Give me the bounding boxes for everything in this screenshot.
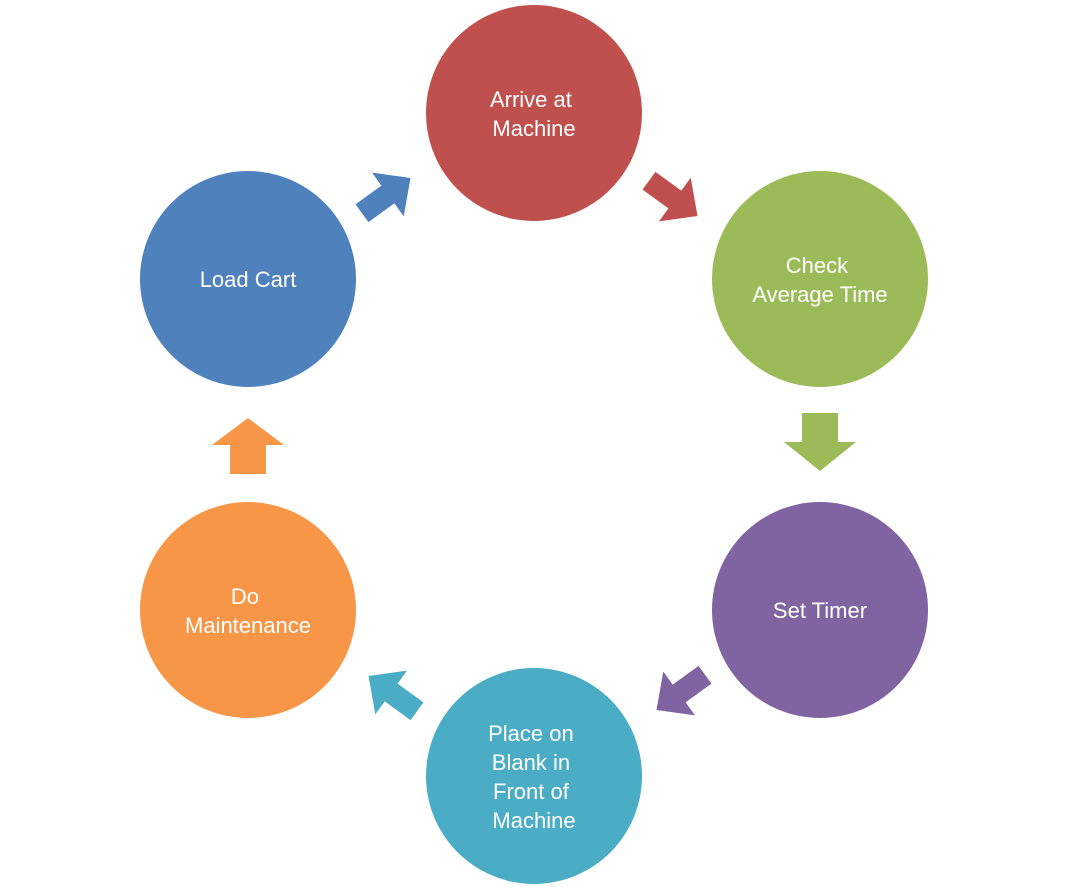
node-label-line: Load Cart: [200, 267, 297, 292]
node-label: Do Maintenance: [185, 584, 311, 638]
node-label-line: Machine: [492, 808, 575, 833]
node-circle: [140, 502, 356, 718]
node-label: Load Cart: [200, 267, 297, 292]
node-set-timer: Set Timer: [712, 502, 928, 718]
node-load-cart: Load Cart: [140, 171, 356, 387]
node-place-on-blank: Place on Blank in Front of Machine: [426, 668, 642, 884]
node-label-line: Maintenance: [185, 613, 311, 638]
node-label-line: Machine: [492, 116, 575, 141]
node-label-line: Average Time: [752, 282, 887, 307]
node-circle: [426, 5, 642, 221]
node-label: Set Timer: [773, 598, 867, 623]
node-label-line: Arrive at: [490, 87, 572, 112]
node-label-line: Do: [231, 584, 259, 609]
arrow-maintenance-to-load: [212, 418, 284, 474]
node-label-line: Front of: [493, 779, 570, 804]
arrow-shape: [355, 172, 411, 223]
node-label: Check Average Time: [752, 253, 887, 307]
arrow-shape: [642, 171, 698, 222]
node-do-maintenance: Do Maintenance: [140, 502, 356, 718]
arrow-arrive-to-check: [642, 171, 698, 222]
node-circle: [140, 171, 356, 387]
node-label-line: Check: [786, 253, 849, 278]
arrow-load-to-arrive: [355, 172, 411, 223]
node-label: Place on Blank in Front of Machine: [488, 721, 580, 833]
node-label-line: Place on: [488, 721, 574, 746]
node-circle: [712, 171, 928, 387]
arrow-check-to-timer: [784, 413, 856, 471]
arrow-shape: [212, 418, 284, 474]
node-label-line: Blank in: [492, 750, 570, 775]
arrow-shape: [368, 670, 424, 721]
node-check-average-time: Check Average Time: [712, 171, 928, 387]
arrow-place-to-maintenance: [368, 670, 424, 721]
node-label: Arrive at Machine: [490, 87, 578, 141]
arrow-timer-to-place: [656, 665, 712, 716]
arrow-shape: [656, 665, 712, 716]
node-circle: [712, 502, 928, 718]
node-arrive-at-machine: Arrive at Machine: [426, 5, 642, 221]
node-label-line: Set Timer: [773, 598, 867, 623]
arrow-shape: [784, 413, 856, 471]
node-circle: [426, 668, 642, 884]
